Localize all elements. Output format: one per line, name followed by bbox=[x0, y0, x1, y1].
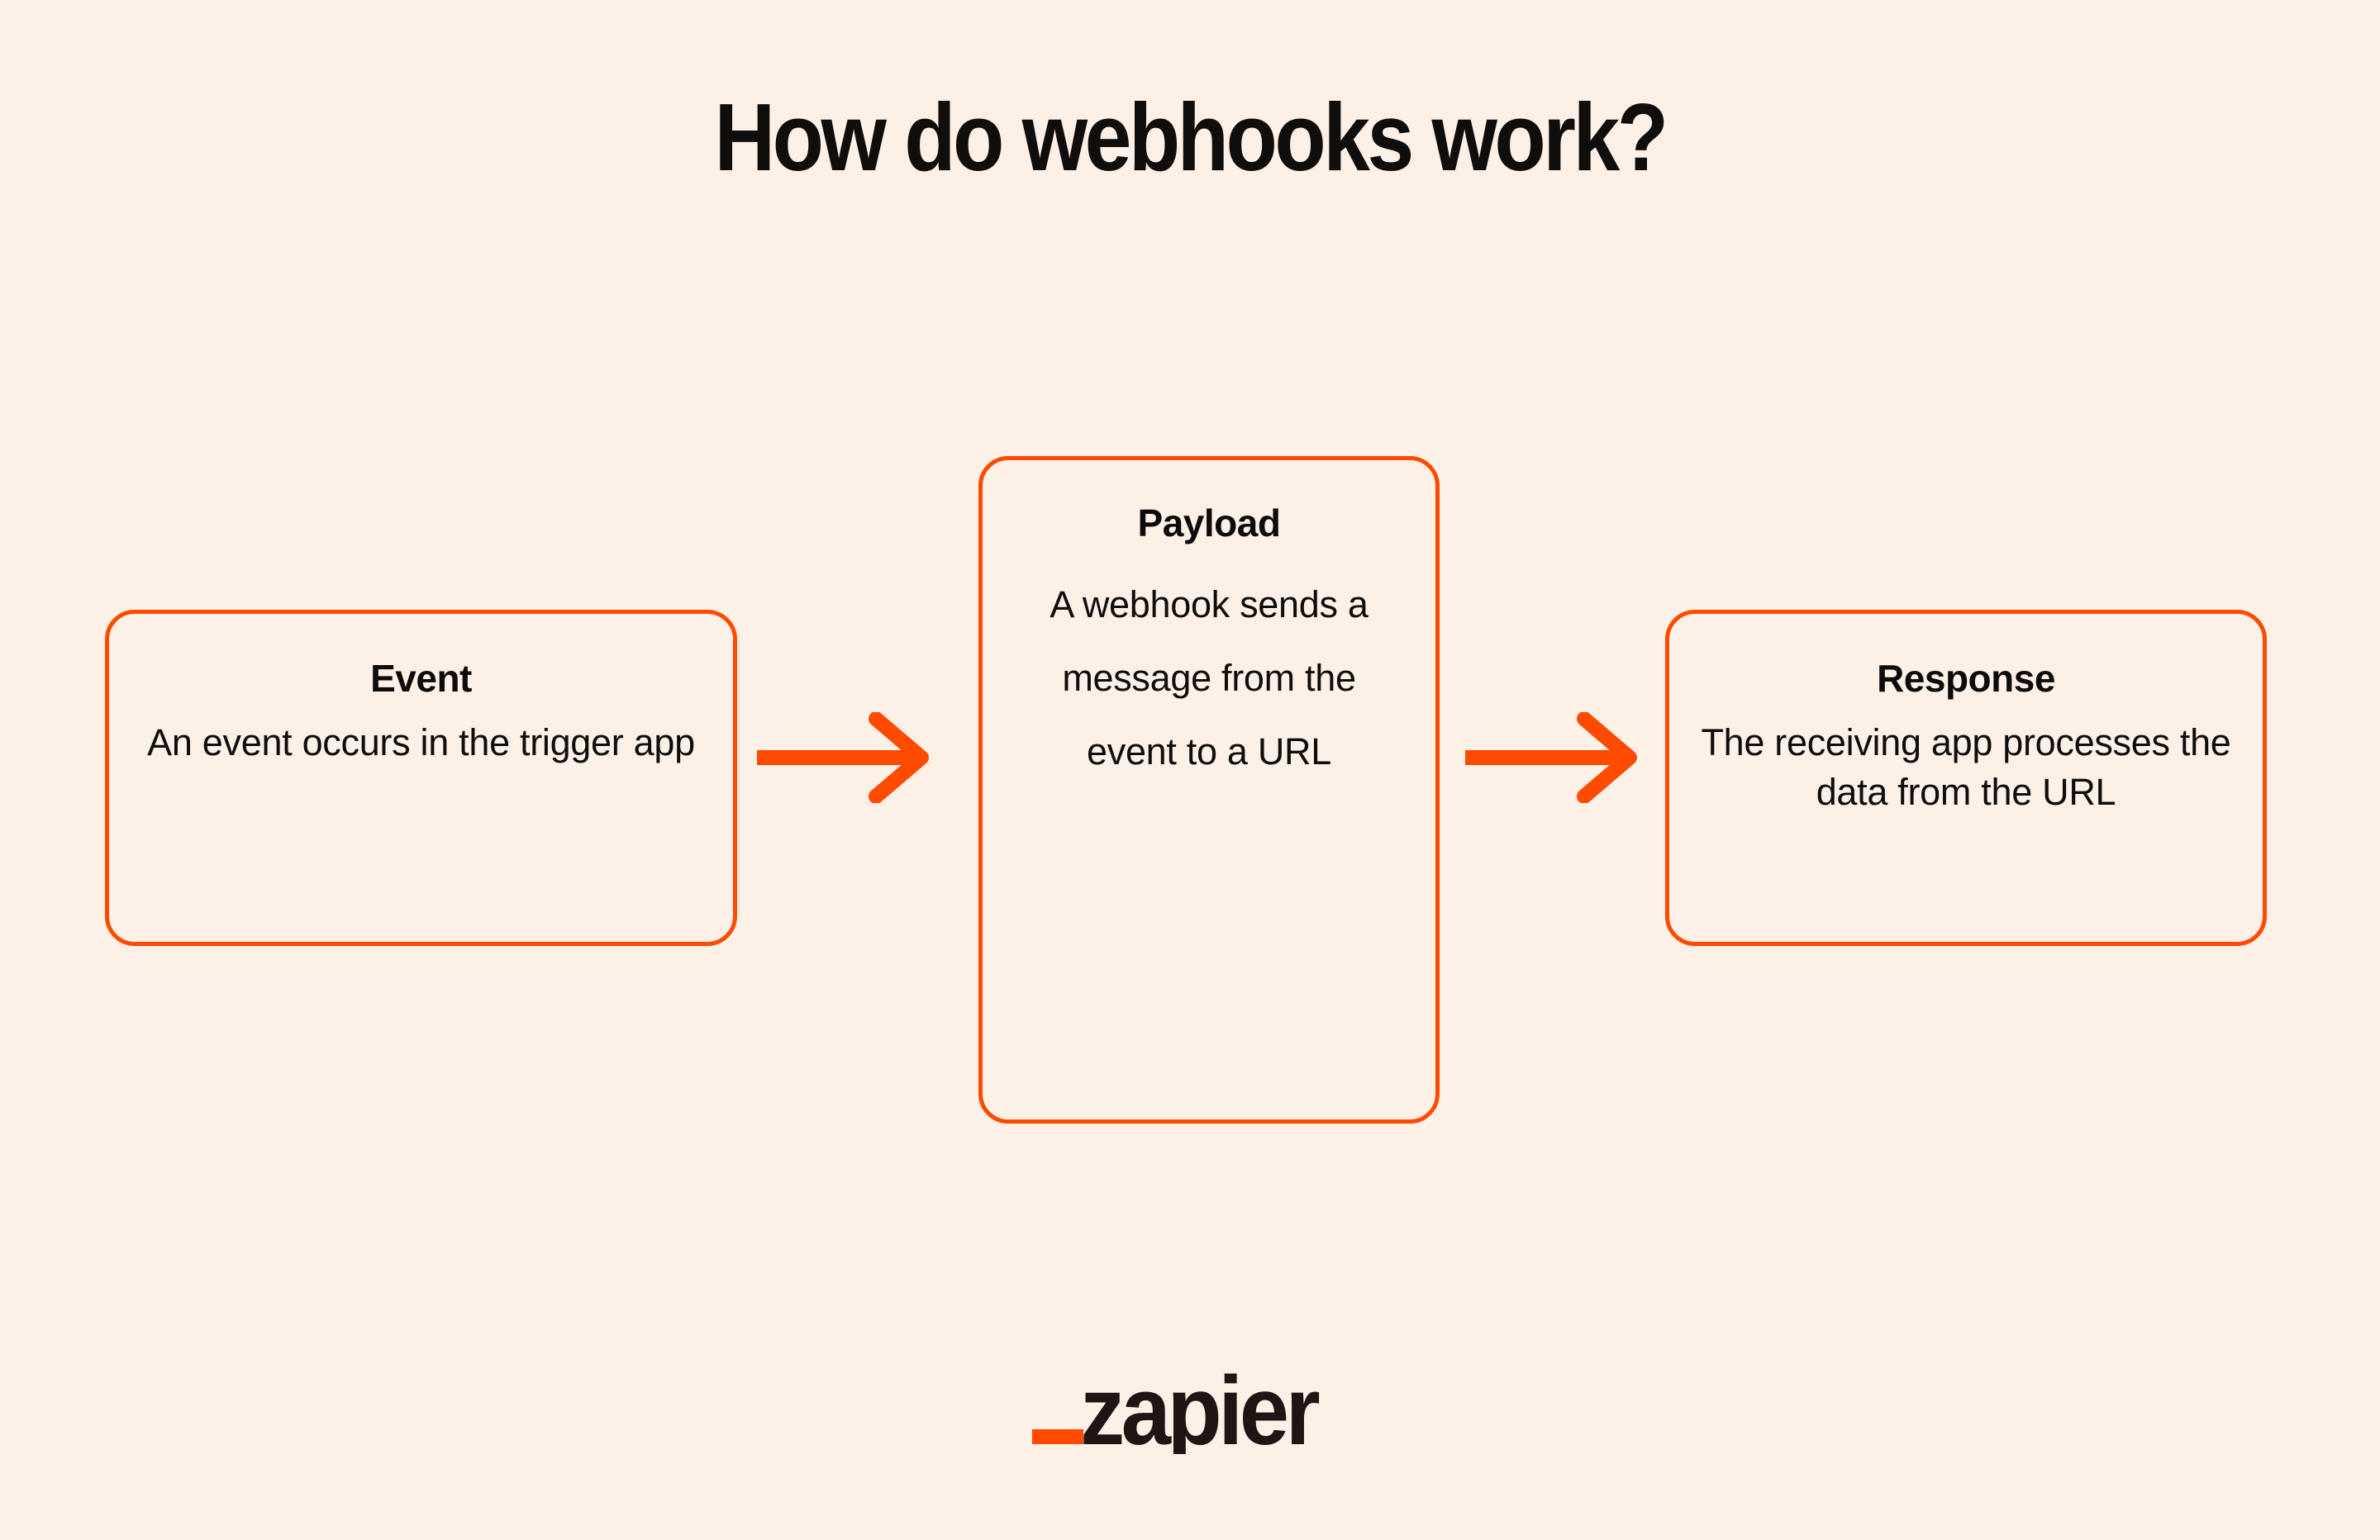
flow-step-event: Event An event occurs in the trigger app bbox=[105, 610, 737, 946]
flow-step-payload-title: Payload bbox=[1137, 501, 1281, 544]
flow-step-event-title: Event bbox=[370, 657, 472, 700]
arrow-right-icon-payload-to-response bbox=[1452, 711, 1650, 804]
flow-step-payload-body: A webhook sends a message from the event… bbox=[1050, 583, 1368, 772]
flow-step-event-body: An event occurs in the trigger app bbox=[147, 721, 695, 763]
page-title: How do webhooks work? bbox=[714, 83, 1668, 191]
flow-step-response: Response The receiving app processes the… bbox=[1665, 610, 2267, 946]
zapier-underscore-mark bbox=[1027, 1362, 1085, 1454]
zapier-logo: zapier bbox=[0, 1362, 2380, 1454]
flow-step-response-title: Response bbox=[1877, 657, 2055, 700]
flow-step-response-body: The receiving app processes the data fro… bbox=[1701, 721, 2231, 813]
flow-step-payload: Payload A webhook sends a message from t… bbox=[978, 456, 1440, 1124]
zapier-wordmark: zapier bbox=[1080, 1362, 1353, 1454]
svg-text:zapier: zapier bbox=[1080, 1362, 1320, 1454]
arrow-right-icon-event-to-payload bbox=[744, 711, 942, 804]
